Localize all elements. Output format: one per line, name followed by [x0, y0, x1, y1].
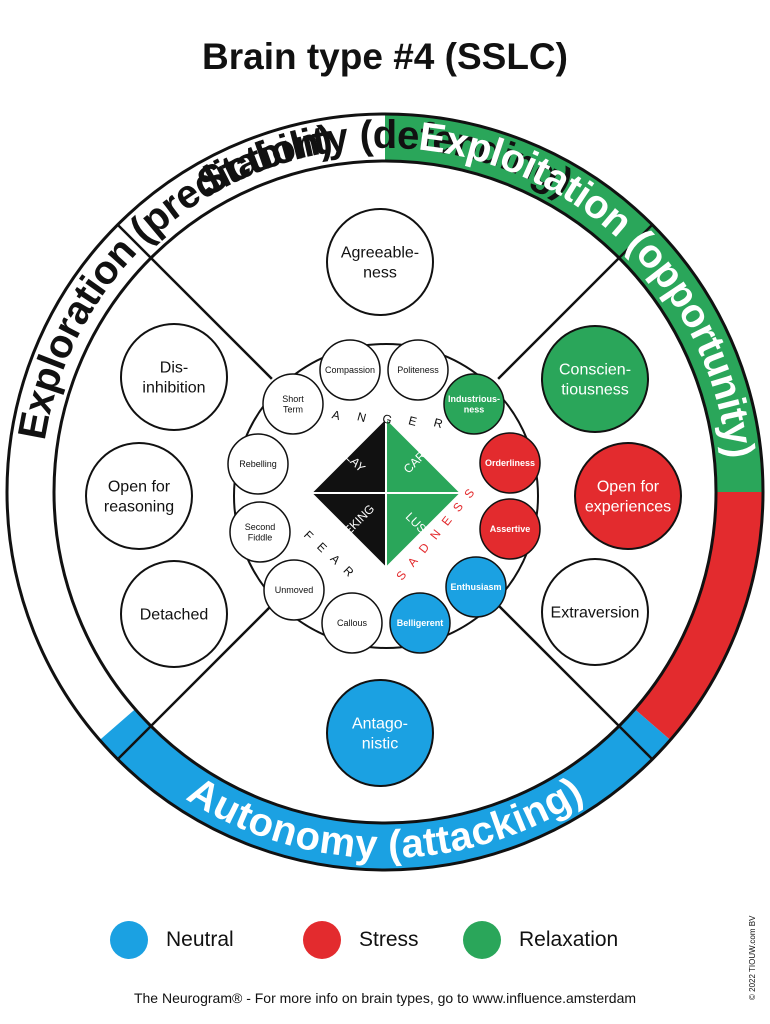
core-lust-triangle	[385, 492, 464, 571]
facet-bubble-11-circle	[262, 373, 324, 435]
facet-bubble-7: Callous	[321, 592, 383, 654]
trait-bubble-3: Detached	[120, 560, 228, 668]
trait-bubble-4: Conscien-tiousness	[541, 325, 649, 433]
facet-bubble-3: Orderliness	[479, 432, 541, 494]
facet-bubble-5: Enthusiasm	[445, 556, 507, 618]
facet-bubble-0-label: Compassion	[325, 365, 375, 375]
trait-bubble-3-label: Detached	[140, 607, 209, 624]
trait-bubble-4-label: Conscien-tiousness	[559, 362, 631, 399]
legend-swatch-stress	[303, 921, 341, 959]
facet-bubble-9-circle	[229, 501, 291, 563]
legend-label-stress: Stress	[359, 928, 419, 951]
facet-bubble-4: Assertive	[479, 498, 541, 560]
facet-bubble-2-circle	[443, 373, 505, 435]
legend-item-relaxation: Relaxation	[463, 918, 618, 962]
exploitation-band-green	[619, 224, 763, 493]
exploitation-band-red	[634, 492, 763, 740]
copyright-text: © 2022 TIOUW.com BV	[748, 915, 757, 1000]
trait-bubble-1-circle	[120, 323, 228, 431]
legend-item-neutral: Neutral	[110, 918, 234, 962]
facet-bubble-0-circle	[319, 339, 381, 401]
trait-bubble-7-circle	[326, 679, 434, 787]
facet-bubble-8: Unmoved	[263, 559, 325, 621]
facet-bubble-10-label: Rebelling	[239, 459, 277, 469]
facet-bubble-4-label: Assertive	[490, 524, 531, 534]
divider-line-3	[116, 223, 273, 380]
page-title: Brain type #4 (SSLC)	[202, 36, 568, 77]
stability-band-green	[385, 114, 653, 258]
core-anger-label-letter-4: R	[432, 415, 444, 431]
facet-bubble-7-circle	[321, 592, 383, 654]
trait-bubble-1: Dis-inhibition	[120, 323, 228, 431]
autonomy-band	[99, 709, 671, 870]
trait-bubble-6-circle	[541, 558, 649, 666]
facet-bubble-6-circle	[389, 592, 451, 654]
trait-bubble-1-label: Dis-inhibition	[142, 360, 205, 397]
facet-bubble-5-circle	[445, 556, 507, 618]
facet-bubble-1-circle	[387, 339, 449, 401]
outer-ring-outline	[5, 112, 765, 872]
divider-line-1	[497, 604, 654, 761]
facet-bubble-0: Compassion	[319, 339, 381, 401]
facet-bubble-5-label: Enthusiasm	[450, 582, 501, 592]
facet-bubble-1-label: Politeness	[397, 365, 439, 375]
trait-bubble-7-label: Antago-nistic	[352, 716, 408, 753]
trait-bubble-3-circle	[120, 560, 228, 668]
facet-bubble-10-circle	[227, 433, 289, 495]
footer-text: The Neurogram® - For more info on brain …	[133, 990, 637, 1006]
facet-bubble-3-circle	[479, 432, 541, 494]
facet-bubble-6-label: Belligerent	[397, 618, 444, 628]
legend-swatch-relaxation	[463, 921, 501, 959]
facet-bubble-10: Rebelling	[227, 433, 289, 495]
trait-bubble-0-label: Agreeable-ness	[341, 245, 419, 282]
trait-bubble-4-circle	[541, 325, 649, 433]
core-anger-label-letter-2: G	[381, 411, 394, 427]
trait-bubble-0: Agreeable-ness	[326, 208, 434, 316]
legend-label-relaxation: Relaxation	[519, 928, 619, 951]
facet-bubble-6: Belligerent	[389, 592, 451, 654]
facet-bubble-3-label: Orderliness	[485, 458, 535, 468]
core-anger-label-letter-3: E	[407, 413, 418, 429]
legend-swatch-neutral	[110, 921, 148, 959]
divider-line-0	[497, 223, 654, 380]
legend: Neutral Stress Relaxation	[0, 918, 770, 962]
legend-item-stress: Stress	[303, 918, 419, 962]
legend-label-neutral: Neutral	[166, 928, 234, 951]
trait-bubble-0-circle	[326, 208, 434, 316]
trait-bubble-6: Extraversion	[541, 558, 649, 666]
trait-bubble-6-label: Extraversion	[551, 605, 640, 622]
facet-bubble-7-label: Callous	[337, 618, 368, 628]
facet-bubble-2: Industrious-ness	[443, 373, 505, 435]
facet-bubble-8-label: Unmoved	[275, 585, 314, 595]
divider-line-2	[116, 604, 273, 761]
trait-bubble-7: Antago-nistic	[326, 679, 434, 787]
facet-bubble-2-label: Industrious-ness	[448, 394, 500, 415]
facet-bubble-8-circle	[263, 559, 325, 621]
core-anger-label-letter-1: N	[356, 409, 368, 425]
trait-bubble-5-circle	[574, 442, 682, 550]
core-anger-label-letter-0: A	[331, 407, 342, 423]
facet-bubble-1: Politeness	[387, 339, 449, 401]
inner-ring-outline	[52, 159, 718, 825]
facet-bubble-4-circle	[479, 498, 541, 560]
trait-bubble-2-circle	[85, 442, 193, 550]
